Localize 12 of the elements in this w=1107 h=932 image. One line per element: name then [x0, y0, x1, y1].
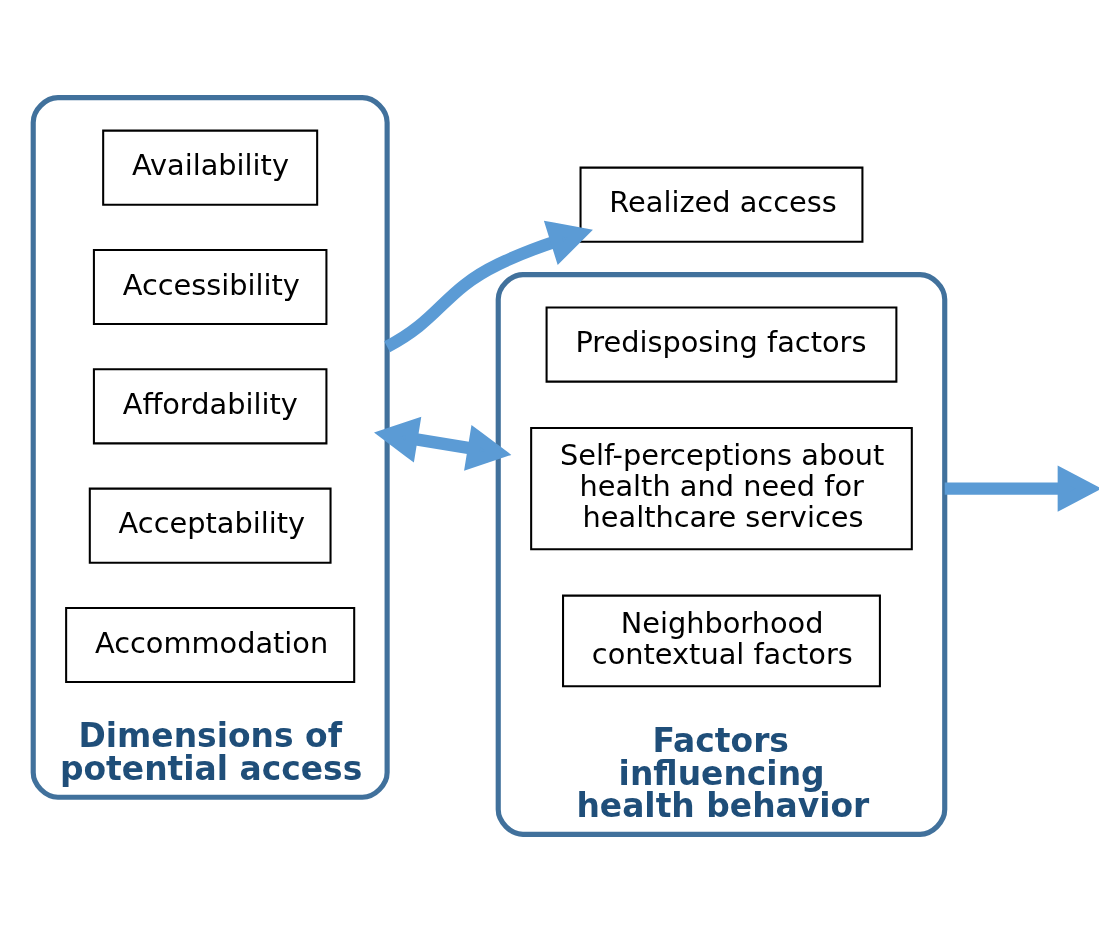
- node-box: Availability: [102, 129, 319, 206]
- arrow: [944, 465, 1099, 512]
- node-box: Accommodation: [65, 606, 356, 684]
- node-box: Predisposing factors: [545, 306, 898, 383]
- node-box: Affordability: [92, 368, 328, 445]
- node-box: Realized access: [579, 166, 864, 243]
- arrow: [374, 416, 512, 471]
- arrow: [384, 220, 593, 353]
- node-box: Accessibility: [92, 248, 328, 326]
- node-box: Acceptability: [88, 487, 332, 564]
- node-box: Self-perceptions about health and need for healthcare services: [530, 426, 913, 551]
- node-box: Neighborhood contextual factors: [562, 594, 881, 688]
